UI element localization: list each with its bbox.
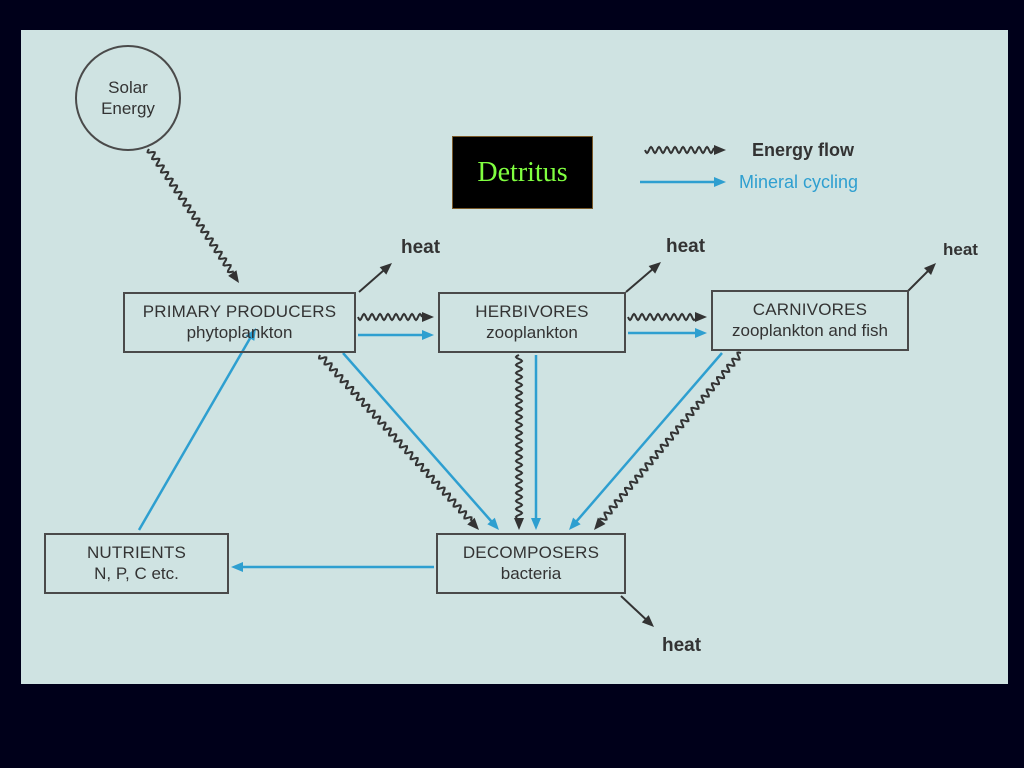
energy-arrow-herbivores-to-decomposers xyxy=(514,354,524,519)
primary-producers-subtitle: phytoplankton xyxy=(186,322,293,342)
heat-label-herbivores: heat xyxy=(666,236,706,257)
solar-label-line1: Solar xyxy=(108,77,148,97)
carnivores-title: CARNIVORES xyxy=(752,300,868,320)
legend-mineral-cycling-label: Mineral cycling xyxy=(739,172,859,192)
heat-arrow-producers xyxy=(358,268,386,293)
energy-arrow-producers-to-decomposers-head xyxy=(467,517,479,530)
detritus-label: Detritus xyxy=(477,156,568,188)
heat-arrow-decomposers xyxy=(620,595,648,621)
mineral-arrow-herbivores-to-carnivores-head xyxy=(695,328,707,338)
heat-label-carnivores: heat xyxy=(943,240,978,259)
arrow-layer xyxy=(137,145,936,627)
legend-mineral-cycling-arrow-head xyxy=(714,177,726,187)
mineral-arrow-carnivores-to-decomposers-head xyxy=(569,517,581,530)
legend-energy-flow-arrow xyxy=(644,145,715,155)
heat-arrow-carnivores-head xyxy=(923,263,936,276)
detritus-box: Detritus xyxy=(452,136,593,209)
decomposers-box: DECOMPOSERS bacteria xyxy=(436,533,626,594)
energy-arrow-carnivores-to-decomposers-head xyxy=(594,517,606,530)
energy-arrow-solar-to-producers xyxy=(146,148,234,274)
solar-label-line2: Energy xyxy=(101,99,155,118)
mineral-arrow-producers-to-herbivores-head xyxy=(422,330,434,340)
energy-arrow-herbivores-to-decomposers-head xyxy=(514,518,524,530)
heat-label-decomposers: heat xyxy=(662,635,702,656)
energy-arrow-producers-to-herbivores xyxy=(357,312,423,322)
solar-energy-node: Solar Energy xyxy=(75,45,181,151)
energy-arrow-carnivores-to-decomposers xyxy=(599,351,742,521)
legend-energy-flow-arrow-head xyxy=(714,145,726,155)
heat-arrow-decomposers-head xyxy=(641,615,654,627)
nutrients-title: NUTRIENTS xyxy=(86,543,187,563)
herbivores-title: HERBIVORES xyxy=(475,302,589,322)
energy-arrow-solar-to-producers-head xyxy=(228,270,239,283)
carnivores-box: CARNIVORES zooplankton and fish xyxy=(711,290,909,351)
decomposers-subtitle: bacteria xyxy=(500,563,562,583)
mineral-arrow-nutrients-to-producers xyxy=(137,336,253,531)
heat-arrow-herbivores xyxy=(625,267,655,293)
heat-arrow-producers-head xyxy=(379,263,392,275)
legend-energy-flow-label: Energy flow xyxy=(752,140,855,160)
herbivores-subtitle: zooplankton xyxy=(486,322,578,342)
mineral-arrow-decomposers-to-nutrients-head xyxy=(231,562,243,572)
nutrients-subtitle: N, P, C etc. xyxy=(94,563,179,583)
mineral-arrow-nutrients-to-producers-head xyxy=(245,328,256,341)
herbivores-box: HERBIVORES zooplankton xyxy=(438,292,626,353)
mineral-arrow-carnivores-to-decomposers xyxy=(574,352,723,524)
heat-arrow-carnivores xyxy=(906,269,930,293)
mineral-arrow-producers-to-decomposers xyxy=(342,352,494,524)
energy-arrow-herbivores-to-carnivores xyxy=(627,312,696,322)
primary-producers-title: PRIMARY PRODUCERS xyxy=(142,302,337,322)
heat-arrow-herbivores-head xyxy=(648,262,661,274)
energy-arrow-herbivores-to-carnivores-head xyxy=(695,312,707,322)
energy-arrow-producers-to-herbivores-head xyxy=(422,312,434,322)
energy-arrow-producers-to-decomposers xyxy=(318,354,473,522)
decomposers-title: DECOMPOSERS xyxy=(462,543,600,563)
heat-label-producers: heat xyxy=(401,237,441,258)
mineral-arrow-producers-to-decomposers-head xyxy=(487,517,499,530)
nutrients-box: NUTRIENTS N, P, C etc. xyxy=(44,533,229,594)
primary-producers-box: PRIMARY PRODUCERS phytoplankton xyxy=(123,292,356,353)
diagram-panel: Solar Energy PRIMARY PRODUCERS phytoplan… xyxy=(21,30,1008,684)
mineral-arrow-herbivores-to-decomposers-head xyxy=(531,518,541,530)
carnivores-subtitle: zooplankton and fish xyxy=(732,320,888,340)
